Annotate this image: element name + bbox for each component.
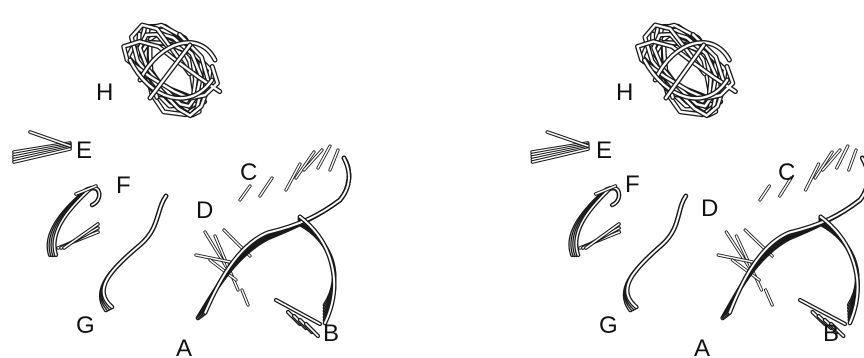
label-b: B (823, 320, 839, 347)
cluster-g-strand (625, 196, 686, 310)
tube-core (260, 178, 272, 196)
cluster-h-tangle (638, 25, 736, 116)
label-e: E (596, 137, 612, 164)
tube-outline (198, 158, 349, 318)
label-b: B (323, 320, 339, 347)
cluster-d-sticks (718, 230, 772, 305)
tube-core (760, 186, 769, 200)
cluster-e-strands (532, 132, 588, 162)
label-g: G (599, 312, 618, 339)
cluster-f-hook (49, 186, 100, 255)
tube-core (318, 146, 330, 168)
cluster-abc-bundle (198, 146, 349, 336)
tube-core (547, 132, 588, 146)
tube-core (330, 150, 338, 170)
label-g: G (76, 312, 95, 339)
tube-core (30, 132, 70, 146)
cluster-d-sticks (196, 230, 250, 305)
label-d: D (701, 195, 718, 222)
cluster-h-tangle (124, 25, 220, 116)
tube-core (766, 290, 773, 305)
label-e: E (76, 137, 92, 164)
cluster-g-strand (101, 196, 166, 310)
label-h: H (96, 79, 113, 106)
label-a: A (694, 335, 710, 358)
label-c: C (778, 159, 795, 186)
tube-outline (627, 196, 686, 307)
label-c: C (240, 159, 257, 186)
label-f: F (116, 172, 131, 199)
tube-core (240, 186, 250, 200)
tube-outline (104, 196, 166, 307)
label-d: D (196, 197, 213, 224)
tube-core (64, 224, 98, 248)
tube-core (849, 150, 856, 170)
label-h: H (616, 79, 633, 106)
label-a: A (176, 335, 192, 358)
panel-left: H E F C D G A B (14, 25, 349, 358)
tube-core (837, 146, 848, 168)
panel-right: H E F C D G A B (532, 25, 864, 358)
cluster-e-strands (14, 132, 70, 162)
cluster-f-hook (570, 186, 619, 255)
tube-core (242, 290, 248, 305)
label-f: F (625, 171, 640, 198)
